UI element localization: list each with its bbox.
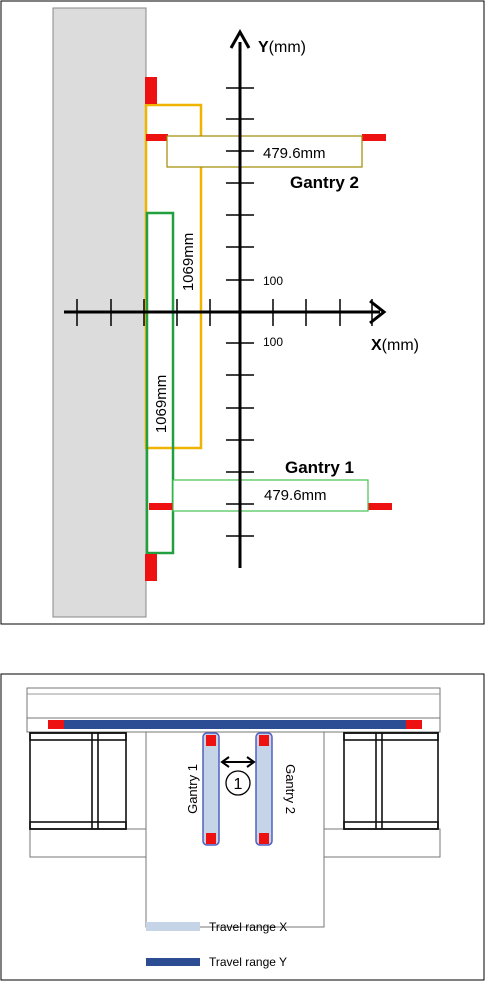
gantry-top-view-diagram: 1 Gantry 1 Gantry 2 Travel range X Trave… bbox=[0, 673, 485, 982]
gantry1-name: Gantry 1 bbox=[285, 458, 354, 477]
base-rail-right bbox=[324, 829, 440, 857]
travel-range-y-bar bbox=[48, 720, 422, 729]
gantry1-travel-x-bar bbox=[203, 733, 219, 845]
y-travel-end-right bbox=[406, 720, 422, 729]
gantry1-end-bottom bbox=[206, 833, 216, 844]
gantry1-length-label: 1069mm bbox=[153, 375, 170, 433]
gantry2-end-top bbox=[259, 735, 269, 746]
gantry2-name: Gantry 2 bbox=[290, 173, 359, 192]
marker-bottom bbox=[145, 554, 157, 581]
marker-gantry2-right bbox=[362, 134, 386, 141]
legend-swatch-travel-y bbox=[146, 958, 200, 966]
gantry2-length-label: 1069mm bbox=[180, 233, 197, 291]
legend-swatch-travel-x bbox=[146, 922, 200, 931]
gantry1-end-top bbox=[206, 735, 216, 746]
gantry2-end-bottom bbox=[259, 833, 269, 844]
gantry2-width-label: 479.6mm bbox=[263, 145, 326, 162]
gantry2-label: Gantry 2 bbox=[283, 764, 298, 814]
gantry-travel-diagram: Y(mm) X(mm) 100 100 479.6mm Gantry 2 106… bbox=[0, 0, 485, 626]
marker-top bbox=[145, 77, 157, 104]
gantry1-width-label: 479.6mm bbox=[264, 487, 327, 504]
y-tick-label-100: 100 bbox=[263, 274, 283, 288]
y-travel-end-left bbox=[48, 720, 64, 729]
y-axis-label: Y(mm) bbox=[258, 39, 306, 56]
gantry2-travel-x-bar bbox=[256, 733, 272, 845]
legend-label-travel-y: Travel range Y bbox=[209, 955, 287, 969]
x-tick-label-100: 100 bbox=[263, 335, 283, 349]
callout-number: 1 bbox=[234, 776, 243, 793]
gantry1-label: Gantry 1 bbox=[185, 764, 200, 814]
base-rail-left bbox=[30, 829, 146, 857]
legend-label-travel-x: Travel range X bbox=[209, 920, 287, 934]
marker-gantry2-left bbox=[146, 134, 168, 141]
marker-gantry1-left bbox=[149, 503, 173, 510]
marker-gantry1-right bbox=[368, 503, 392, 510]
top-beam bbox=[27, 688, 440, 718]
x-axis-label: X(mm) bbox=[371, 337, 419, 354]
